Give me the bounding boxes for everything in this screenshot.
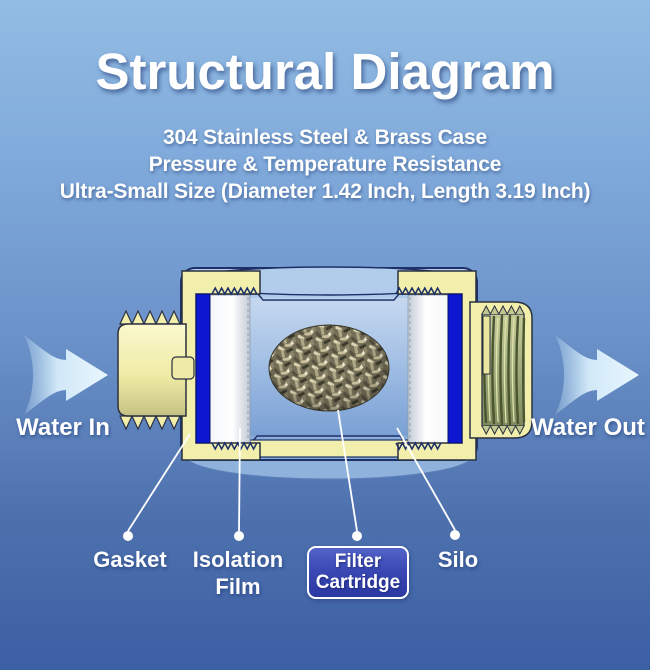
- water-out-label: Water Out: [531, 414, 645, 441]
- inner-thread-serrations: [211, 286, 442, 451]
- subtitle-block: 304 Stainless Steel & Brass Case Pressur…: [0, 124, 650, 205]
- isolation-film-left: [209, 294, 251, 444]
- gasket-left: [195, 293, 211, 444]
- part-label-gasket: Gasket: [93, 547, 167, 572]
- brass-bottom-bar: [249, 439, 409, 458]
- leader-lines: [127, 409, 456, 532]
- part-label-filter-cartridge: Filter Cartridge: [307, 546, 409, 599]
- filter-cutaway-illustration: [24, 266, 639, 541]
- part-label-isolation-film: Isolation Film: [192, 547, 284, 599]
- subtitle-resistance: Pressure & Temperature Resistance: [148, 153, 502, 176]
- gasket-right: [447, 293, 463, 444]
- subtitle-material: 304 Stainless Steel & Brass Case: [163, 126, 487, 149]
- water-in-arrow-icon: [24, 335, 108, 415]
- leader-dots: [123, 530, 460, 541]
- subtitle-size: Ultra-Small Size (Diameter 1.42 Inch, Le…: [59, 180, 591, 203]
- water-in-label: Water In: [16, 414, 110, 441]
- filter-media: [268, 324, 390, 412]
- isolation-film-right: [407, 294, 449, 444]
- outlet-fitting: [469, 301, 533, 439]
- part-label-silo: Silo: [437, 547, 479, 572]
- water-out-arrow-icon: [555, 335, 639, 415]
- page-title: Structural Diagram: [95, 43, 555, 100]
- inlet-fitting: [117, 309, 195, 431]
